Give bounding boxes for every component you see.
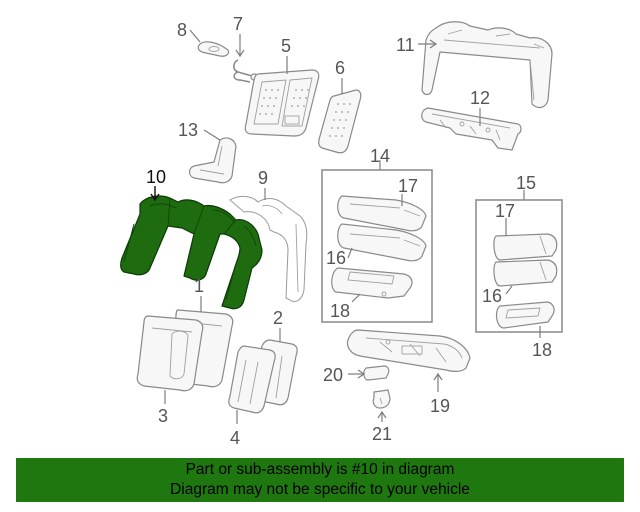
part-20-pad [363,365,390,381]
part-10-seatback-cushion [120,195,263,310]
callout-3: 3 [158,406,168,426]
banner-line-2: Diagram may not be specific to your vehi… [170,481,470,498]
callout-18a: 18 [330,301,350,321]
callout-6: 6 [335,58,345,78]
callout-7: 7 [233,14,243,34]
callout-20: 20 [323,365,343,385]
callout-13: 13 [178,120,198,140]
callout-4: 4 [230,428,240,448]
part-21-hook [372,389,391,409]
banner-line-1: Part or sub-assembly is #10 in diagram [185,461,455,478]
info-banner: Part or sub-assembly is #10 in diagram D… [16,458,624,502]
callout-21: 21 [372,424,392,444]
part-8-clip [197,41,230,57]
part-7-hook [233,59,258,83]
part-17-cushion-left-lower [337,223,427,262]
callout-8: 8 [177,20,187,40]
callout-18b: 18 [532,340,552,360]
part-9-seatback [229,195,308,303]
callout-10: 10 [146,167,166,187]
callout-19: 19 [430,396,450,416]
callout-16a: 16 [326,248,346,268]
callout-15: 15 [516,173,536,193]
callout-12: 12 [470,88,490,108]
callout-17b: 17 [495,201,515,221]
part-18-tray-right [495,301,555,329]
callout-9: 9 [258,168,268,188]
part-19-frame [346,329,471,372]
part-17-cushion-right-upper [493,233,558,261]
callout-1: 1 [194,276,204,296]
part-17-cushion-right-lower [493,259,558,287]
part-17-cushion-left-upper [337,195,427,232]
part-13-armrest [188,137,237,184]
callout-2: 2 [273,308,283,328]
callout-5: 5 [281,36,291,56]
part-12-bracket [421,107,522,151]
callout-11: 11 [396,35,415,55]
part-5-panel [244,69,320,137]
part-6-panel [318,89,362,154]
group-box-14 [321,169,433,323]
part-4-cover [228,345,276,414]
group-box-15 [475,199,563,333]
parts-diagram: 8 7 5 6 [120,14,563,448]
part-11-frame [421,21,553,109]
callout-17a: 17 [398,176,418,196]
part-18-tray-left [331,267,413,299]
part-3-cover [136,315,204,392]
callout-16b: 16 [482,286,502,306]
callout-14: 14 [370,146,390,166]
